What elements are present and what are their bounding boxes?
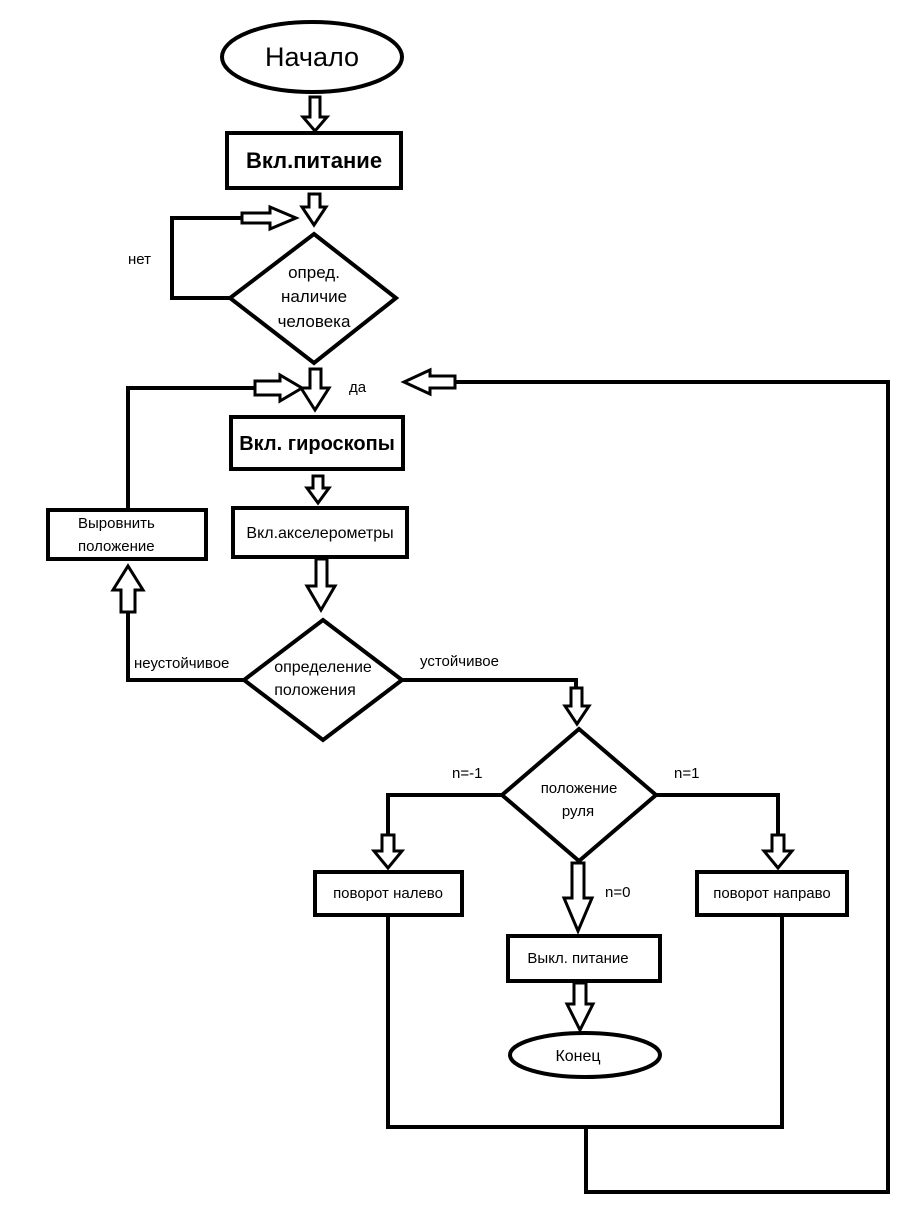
power-off-box — [506, 934, 662, 983]
no-loop-line — [170, 216, 242, 300]
realign-return-line — [126, 386, 255, 508]
arrow-into-turn-left — [370, 833, 406, 871]
arrow-power-off-to-end — [564, 981, 596, 1034]
gyro-on-box — [229, 415, 405, 471]
turn-right-box — [695, 870, 849, 917]
wheel-position-decision — [498, 726, 660, 864]
end-label: Конец — [555, 1048, 600, 1065]
power-off-label: Выкл. питание — [527, 950, 628, 967]
arrow-realign-return-right — [253, 372, 305, 404]
arrow-start-to-power — [299, 95, 331, 134]
arrow-into-turn-right — [760, 833, 796, 871]
stable-label: устойчивое — [420, 653, 499, 670]
arrow-wheel-to-power-off — [561, 861, 595, 935]
turn-right-label: поворот направо — [713, 885, 831, 902]
level-position-label-2: положение — [78, 538, 155, 555]
position-check-label-1: определение — [274, 659, 372, 676]
wheel-position-label-1: положение — [541, 780, 618, 797]
gyro-on-label: Вкл. гироскопы — [239, 433, 395, 455]
main-loop-return-line — [455, 380, 890, 1194]
power-on-label: Вкл.питание — [246, 148, 382, 173]
detect-person-decision — [226, 231, 400, 366]
arrow-no-loop-right — [240, 204, 300, 232]
detect-person-label-3: человека — [278, 312, 351, 331]
wheel-position-label-2: руля — [562, 803, 594, 820]
end-terminal — [508, 1031, 662, 1079]
position-check-decision — [240, 617, 406, 743]
unstable-line — [126, 612, 244, 682]
accel-on-label: Вкл.акселерометры — [246, 525, 393, 542]
n-plus-1-label: n=1 — [674, 765, 699, 782]
n-minus-1-line — [386, 793, 502, 835]
arrow-power-to-detect — [299, 192, 329, 228]
level-position-box — [46, 508, 208, 561]
unstable-label: неустойчивое — [134, 655, 229, 672]
turn-right-down-line — [586, 915, 784, 1129]
n-minus-1-label: n=-1 — [452, 765, 482, 782]
n-plus-1-line — [656, 793, 780, 835]
power-on-box — [225, 131, 403, 190]
yes-label: да — [349, 379, 367, 396]
arrow-main-loop-left — [400, 367, 457, 397]
arrow-up-to-realign — [110, 563, 146, 614]
start-label: Начало — [265, 42, 359, 72]
detect-person-label-1: опред. — [288, 263, 340, 282]
turn-left-box — [313, 870, 464, 917]
turn-left-down-line — [386, 915, 586, 1129]
arrow-into-wheel — [562, 686, 592, 727]
stable-line — [402, 678, 578, 688]
arrow-gyro-to-accel — [304, 474, 332, 506]
start-terminal — [220, 20, 404, 94]
level-position-label-1: Выровнить — [78, 515, 155, 532]
accel-on-box — [231, 506, 409, 559]
detect-person-label-2: наличие — [281, 287, 347, 306]
no-label: нет — [128, 251, 151, 268]
arrow-detect-to-gyro — [298, 367, 332, 413]
turn-left-label: поворот налево — [333, 885, 443, 902]
arrow-accel-to-position — [304, 557, 338, 613]
position-check-label-2: положения — [274, 682, 355, 699]
n-zero-label: n=0 — [605, 884, 630, 901]
